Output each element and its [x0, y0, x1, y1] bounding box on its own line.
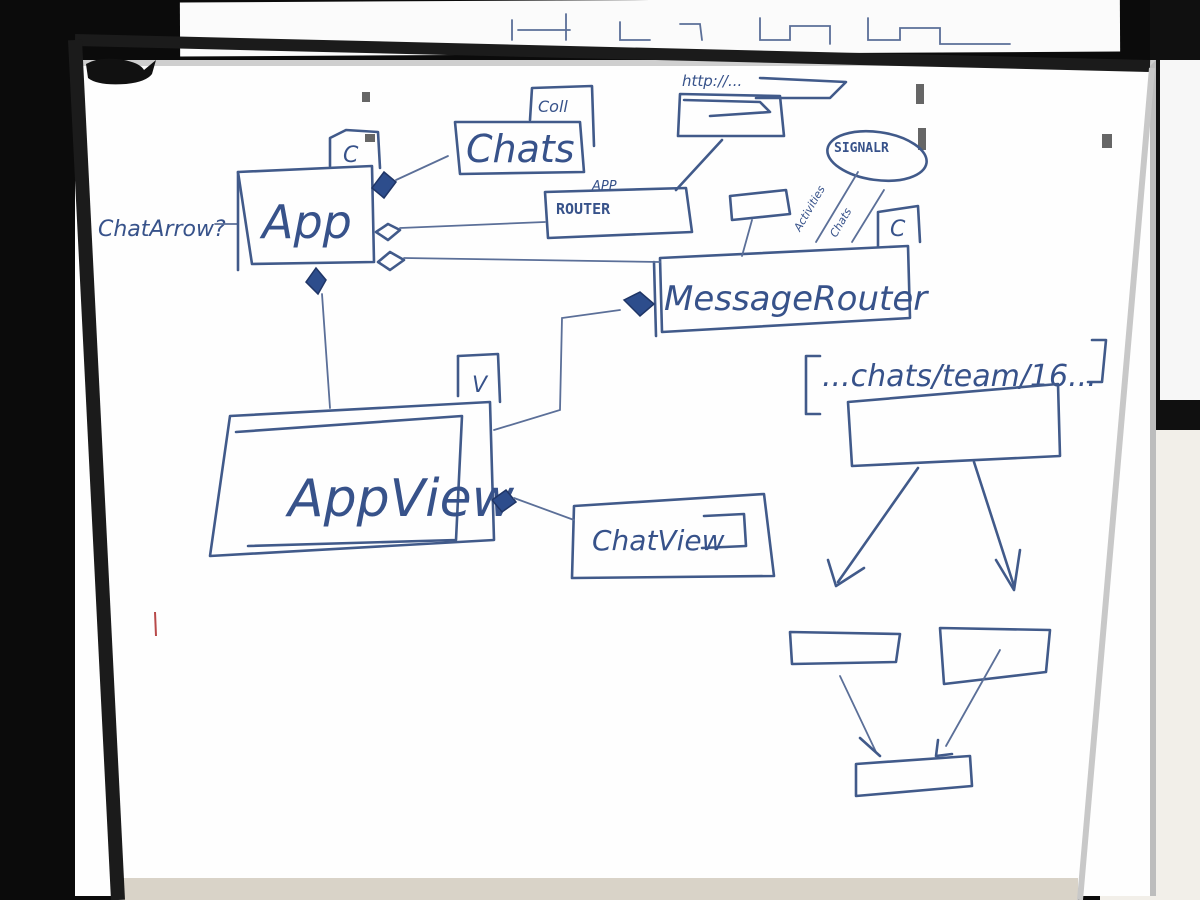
signalr-ellipse: SIGNALR: [826, 129, 928, 183]
aggregation-diamond-icon: [374, 222, 402, 242]
composition-diamond-icon: [370, 170, 398, 200]
app-view-label: AppView: [285, 469, 515, 529]
route-tree: ...chats/team/16...: [788, 338, 1108, 798]
app-router-box: APP ROUTER: [543, 179, 694, 240]
http-note-box: http://...: [674, 72, 848, 192]
composition-diamond-icon: [490, 488, 518, 514]
chats-side-label: Chats: [827, 206, 854, 240]
app-stereotype-label: C: [343, 143, 359, 168]
paper-sketch-marks: [511, 13, 1011, 45]
app-router-top-label: APP: [591, 179, 617, 194]
chat-arrow-label: ChatArrow?: [98, 217, 226, 242]
magnet-pin: [1102, 134, 1112, 148]
chats-tag-label: Coll: [538, 97, 568, 116]
message-router-stereotype-label: C: [890, 217, 906, 242]
signalr-label: SIGNALR: [834, 141, 889, 156]
chat-view-label: ChatView: [592, 524, 725, 557]
app-view-box: V AppView: [208, 352, 515, 558]
message-router-box: C MessageRouter: [652, 204, 929, 338]
composition-diamond-icon: [305, 266, 327, 296]
chats-box: Coll Chats: [453, 84, 596, 176]
message-router-label: MessageRouter: [664, 279, 929, 319]
marker-tray: [118, 878, 1078, 900]
app-box: C App: [236, 128, 382, 272]
aggregation-diamond-icon: [376, 250, 406, 272]
magnet-pin: [362, 92, 370, 102]
composition-diamond-icon: [622, 291, 656, 318]
small-note-box: [728, 188, 792, 222]
activities-label: Activities: [791, 183, 828, 234]
background-wall: [1160, 60, 1200, 400]
magnet-pin: [916, 84, 924, 104]
app-view-stereotype-label: V: [472, 373, 489, 398]
http-note-label: http://...: [682, 72, 742, 90]
chat-view-box: ChatView: [570, 492, 776, 580]
app-label: App: [259, 195, 352, 249]
route-path-label: ...chats/team/16...: [822, 359, 1097, 394]
app-router-label: ROUTER: [556, 200, 611, 218]
chats-label: Chats: [466, 127, 575, 171]
magnet-pin: [365, 134, 375, 142]
magnet-pin: [918, 128, 926, 150]
brand-logo-icon: [86, 58, 156, 85]
whiteboard: [75, 60, 1156, 896]
marker-speck: [154, 611, 157, 637]
